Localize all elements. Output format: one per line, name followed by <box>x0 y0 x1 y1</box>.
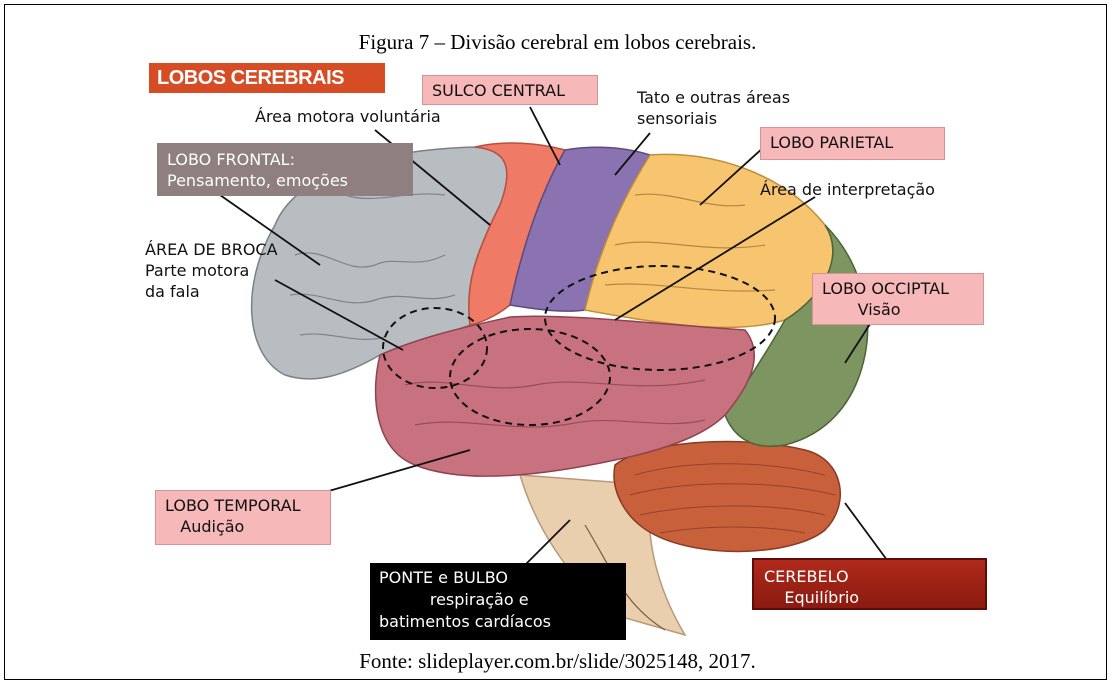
leader-cerebelo <box>845 503 887 560</box>
label-lobo-occipital: LOBO OCCIPTAL Visão <box>812 273 984 325</box>
figure-source: Fonte: slideplayer.com.br/slide/3025148,… <box>0 649 1115 674</box>
label-area-motora: Área motora voluntária <box>255 106 441 127</box>
label-tato-areas-sensoriais: Tato e outras áreas sensoriais <box>637 87 790 129</box>
label-sulco-central: SULCO CENTRAL <box>422 75 598 105</box>
label-lobo-parietal: LOBO PARIETAL <box>760 127 945 160</box>
label-ponte-bulbo: PONTE e BULBO respiração e batimentos ca… <box>370 563 626 640</box>
figure-caption: Figura 7 – Divisão cerebral em lobos cer… <box>0 30 1115 55</box>
diagram-title: LOBOS CEREBRAIS <box>149 63 385 93</box>
label-area-broca: ÁREA DE BROCA Parte motora da fala <box>145 239 278 302</box>
label-cerebelo: CEREBELO Equilíbrio <box>752 558 987 610</box>
label-lobo-frontal: LOBO FRONTAL: Pensamento, emoções <box>157 143 413 196</box>
label-lobo-temporal: LOBO TEMPORAL Audição <box>155 490 331 545</box>
label-area-interpretacao: Área de interpretação <box>760 179 935 200</box>
